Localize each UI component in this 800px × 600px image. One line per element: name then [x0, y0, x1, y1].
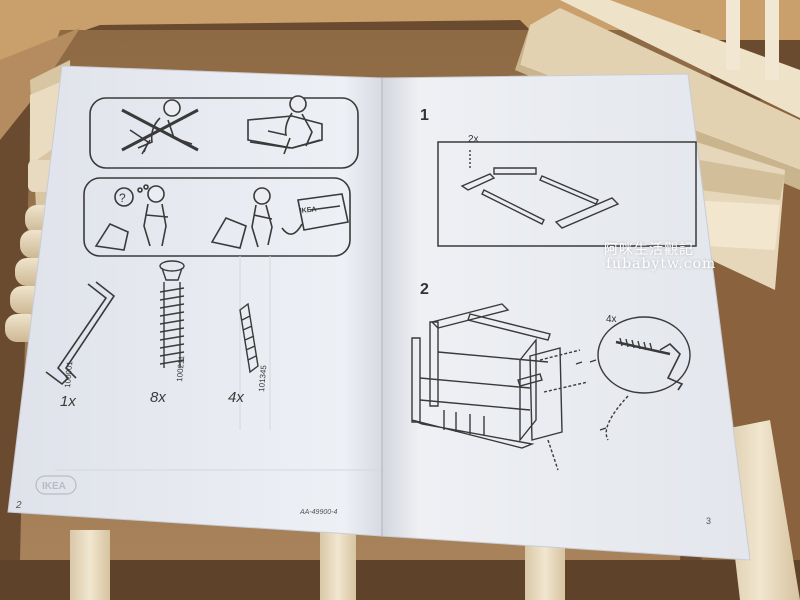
right-page-number: 3 — [706, 516, 711, 526]
step-two-qty: 4x — [606, 314, 617, 325]
brand-logo — [35, 475, 77, 495]
store-logo-icon: IKEA — [299, 206, 316, 215]
step-two-number: 2 — [420, 281, 429, 298]
step-one-qty: 2x — [468, 134, 479, 145]
hex-key-icon — [45, 281, 116, 386]
support-panel-contact-store: ? — [83, 177, 351, 257]
bolt-icon — [159, 260, 185, 368]
brand-logo-text: IKEA — [42, 481, 66, 492]
part-qty-bolt: 8x — [150, 389, 166, 406]
document-code: AA-49900-4 — [299, 509, 337, 516]
part-article-hex-key: 100001 — [63, 360, 74, 388]
watermark-url: fubabytw.com — [606, 256, 717, 272]
frame-assembly-icon — [411, 303, 691, 471]
warning-panel-one-person — [89, 95, 359, 169]
part-qty-dowel: 4x — [228, 389, 244, 406]
dowel-icon — [239, 302, 259, 374]
svg-text:?: ? — [119, 191, 126, 205]
side-frame-parts-icon — [460, 150, 620, 229]
part-article-bolt: 100211 — [175, 355, 186, 382]
step-one-number: 1 — [420, 107, 429, 124]
step-one-frame — [437, 141, 697, 247]
watermark-title: 阿咪生活觀記 — [604, 242, 694, 258]
manual-right-page: 1 2x 2 — [381, 73, 751, 561]
part-article-dowel: 101345 — [257, 364, 268, 392]
manual-left-page: ? IKEA — [7, 65, 383, 537]
left-page-number: 2 — [15, 500, 22, 511]
part-qty-hex-key: 1x — [60, 393, 76, 410]
